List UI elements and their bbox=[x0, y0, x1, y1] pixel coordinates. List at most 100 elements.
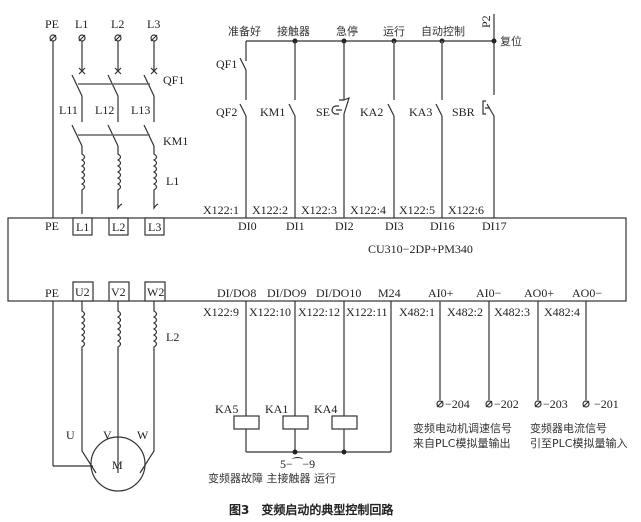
qf2-label: QF2 bbox=[216, 105, 237, 119]
port-ao0-plus: AO0+ bbox=[524, 286, 554, 300]
supply-terminals: PE L1 L2 L3 bbox=[45, 17, 160, 42]
input-di17-circuit: SBR bbox=[452, 100, 495, 218]
port-di0: DI0 bbox=[238, 219, 257, 233]
terminal-x122-11: X122:11 bbox=[346, 305, 388, 319]
relay-caption: 变频器故障 主接触器 运行 bbox=[208, 471, 336, 485]
port-ai0-plus: AI0+ bbox=[428, 286, 454, 300]
analog-out-note-1: 变频器电流信号 bbox=[530, 421, 607, 435]
drive-line-terminals: PE L1 L2 L3 bbox=[45, 217, 165, 236]
analog-in-note-1: 变频电动机调速信号 bbox=[413, 421, 512, 435]
terminal-x122-10: X122:10 bbox=[249, 305, 291, 319]
drive-terminal-w2: W2 bbox=[147, 285, 164, 299]
breaker-qf1: QF1 bbox=[71, 41, 184, 122]
output-terminal-labels: X122:9 X122:10 X122:12 X122:11 X482:1 X4… bbox=[203, 305, 580, 319]
reset-label: 复位 bbox=[500, 34, 522, 48]
relay-ka4-coil-icon bbox=[331, 415, 358, 430]
drive-output-ports: DI/DO8 DI/DO9 DI/DO10 M24 AI0+ AI0− AO0+… bbox=[217, 286, 602, 300]
input-di0-circuit: QF1 QF2 bbox=[216, 41, 247, 218]
pushbutton-icon bbox=[482, 100, 490, 115]
analog-out-note-2: 引至PLC模拟量输入 bbox=[530, 436, 627, 450]
terminal-x482-1: X482:1 bbox=[399, 305, 435, 319]
ka5-label: KA5 bbox=[215, 402, 238, 416]
analog-circuits: −204 −202 −203 −201 bbox=[436, 301, 619, 411]
drive-terminal-l2: L2 bbox=[112, 220, 125, 234]
relay-ka5-coil-icon bbox=[233, 415, 260, 430]
input-di1-circuit: KM1 bbox=[260, 41, 296, 218]
se-label: SE bbox=[316, 105, 330, 119]
input-terminal-labels: X122:1 X122:2 X122:3 X122:4 X122:5 X122:… bbox=[203, 203, 484, 217]
relay-output-circuits: KA5 KA1 KA4 bbox=[215, 301, 392, 455]
wire-203: −203 bbox=[543, 397, 568, 411]
terminal-l3-label: L3 bbox=[147, 17, 160, 31]
input-di3-circuit: KA2 bbox=[360, 41, 395, 218]
terminal-l2-label: L2 bbox=[111, 17, 124, 31]
drive-terminal-l1: L1 bbox=[76, 220, 89, 234]
wire-202: −202 bbox=[494, 397, 519, 411]
l12-label: L12 bbox=[95, 103, 114, 117]
drive-terminal-l3: L3 bbox=[148, 220, 161, 234]
terminal-x122-5: X122:5 bbox=[399, 203, 435, 217]
drive-terminal-u2: U2 bbox=[75, 285, 90, 299]
motor-icon bbox=[90, 436, 146, 492]
port-di16: DI16 bbox=[430, 219, 455, 233]
signal-run-label: 运行 bbox=[383, 25, 405, 38]
port-dido9: DI/DO9 bbox=[267, 286, 306, 300]
terminal-x122-1: X122:1 bbox=[203, 203, 239, 217]
km1-label: KM1 bbox=[163, 134, 188, 148]
drive-pe-top: PE bbox=[45, 219, 59, 233]
analog-in-note-2: 来自PLC模拟量输出 bbox=[413, 436, 510, 450]
input-di16-circuit: KA3 bbox=[409, 41, 443, 218]
port-ai0-minus: AI0− bbox=[476, 286, 502, 300]
figure-caption: 图3 变频启动的典型控制回路 bbox=[229, 502, 394, 517]
terminal-x482-4: X482:4 bbox=[544, 305, 580, 319]
terminal-screw-icons bbox=[49, 34, 158, 42]
signal-contactor-label: 接触器 bbox=[277, 24, 310, 38]
p2-label: P2 bbox=[479, 15, 493, 28]
terminal-x482-3: X482:3 bbox=[494, 305, 530, 319]
terminal-x122-9: X122:9 bbox=[203, 305, 239, 319]
l13-label: L13 bbox=[131, 103, 150, 117]
analog-terminal-screw-icons bbox=[436, 400, 590, 408]
output-reactor-coil-icon: L2 bbox=[80, 301, 179, 474]
port-di2: DI2 bbox=[335, 219, 354, 233]
port-di17: DI17 bbox=[482, 219, 507, 233]
port-m24: M24 bbox=[378, 286, 401, 300]
drive-terminal-v2: V2 bbox=[111, 285, 126, 299]
motor-label: M bbox=[112, 458, 123, 472]
contactor-km1: KM1 bbox=[71, 124, 188, 148]
ka4-label: KA4 bbox=[314, 402, 337, 416]
relay-ka1-coil-icon bbox=[282, 415, 309, 430]
drive-model-label: CU310−2DP+PM340 bbox=[368, 242, 473, 256]
ka3-label: KA3 bbox=[409, 105, 432, 119]
phase-u-label: U bbox=[66, 428, 75, 442]
port-ao0-minus: AO0− bbox=[572, 286, 602, 300]
terminal-l1-label: L1 bbox=[75, 17, 88, 31]
relay-wire-note: 5−⁀−9 bbox=[280, 457, 315, 471]
terminal-x122-3: X122:3 bbox=[301, 203, 337, 217]
drive-pe-bottom: PE bbox=[45, 286, 59, 300]
terminal-pe-label: PE bbox=[45, 17, 59, 31]
port-di3: DI3 bbox=[385, 219, 404, 233]
port-dido8: DI/DO8 bbox=[217, 286, 256, 300]
port-dido10: DI/DO10 bbox=[316, 286, 361, 300]
wire-204: −204 bbox=[445, 397, 470, 411]
signal-auto-label: 自动控制 bbox=[421, 24, 465, 38]
km1-aux-label: KM1 bbox=[260, 105, 285, 119]
signal-estop-label: 急停 bbox=[336, 24, 358, 38]
input-di2-circuit: SE bbox=[316, 41, 350, 218]
ka2-label: KA2 bbox=[360, 105, 383, 119]
drive-input-ports: DI0 DI1 DI2 DI3 DI16 DI17 bbox=[238, 219, 507, 233]
qf1-label: QF1 bbox=[163, 73, 184, 87]
drive-motor-terminals: PE U2 V2 W2 bbox=[45, 281, 166, 302]
input-reactor-coil-icon: L1 bbox=[80, 146, 179, 214]
signal-ready-label: 准备好 bbox=[228, 24, 261, 38]
terminal-x122-12: X122:12 bbox=[298, 305, 340, 319]
terminal-x122-4: X122:4 bbox=[350, 203, 386, 217]
sbr-label: SBR bbox=[452, 105, 475, 119]
qf1-aux-label: QF1 bbox=[216, 57, 237, 71]
terminal-x122-6: X122:6 bbox=[448, 203, 484, 217]
estop-mushroom-icon bbox=[331, 105, 342, 115]
ka1-label: KA1 bbox=[265, 402, 288, 416]
input-signal-labels: 准备好 接触器 急停 运行 自动控制 bbox=[228, 24, 465, 38]
